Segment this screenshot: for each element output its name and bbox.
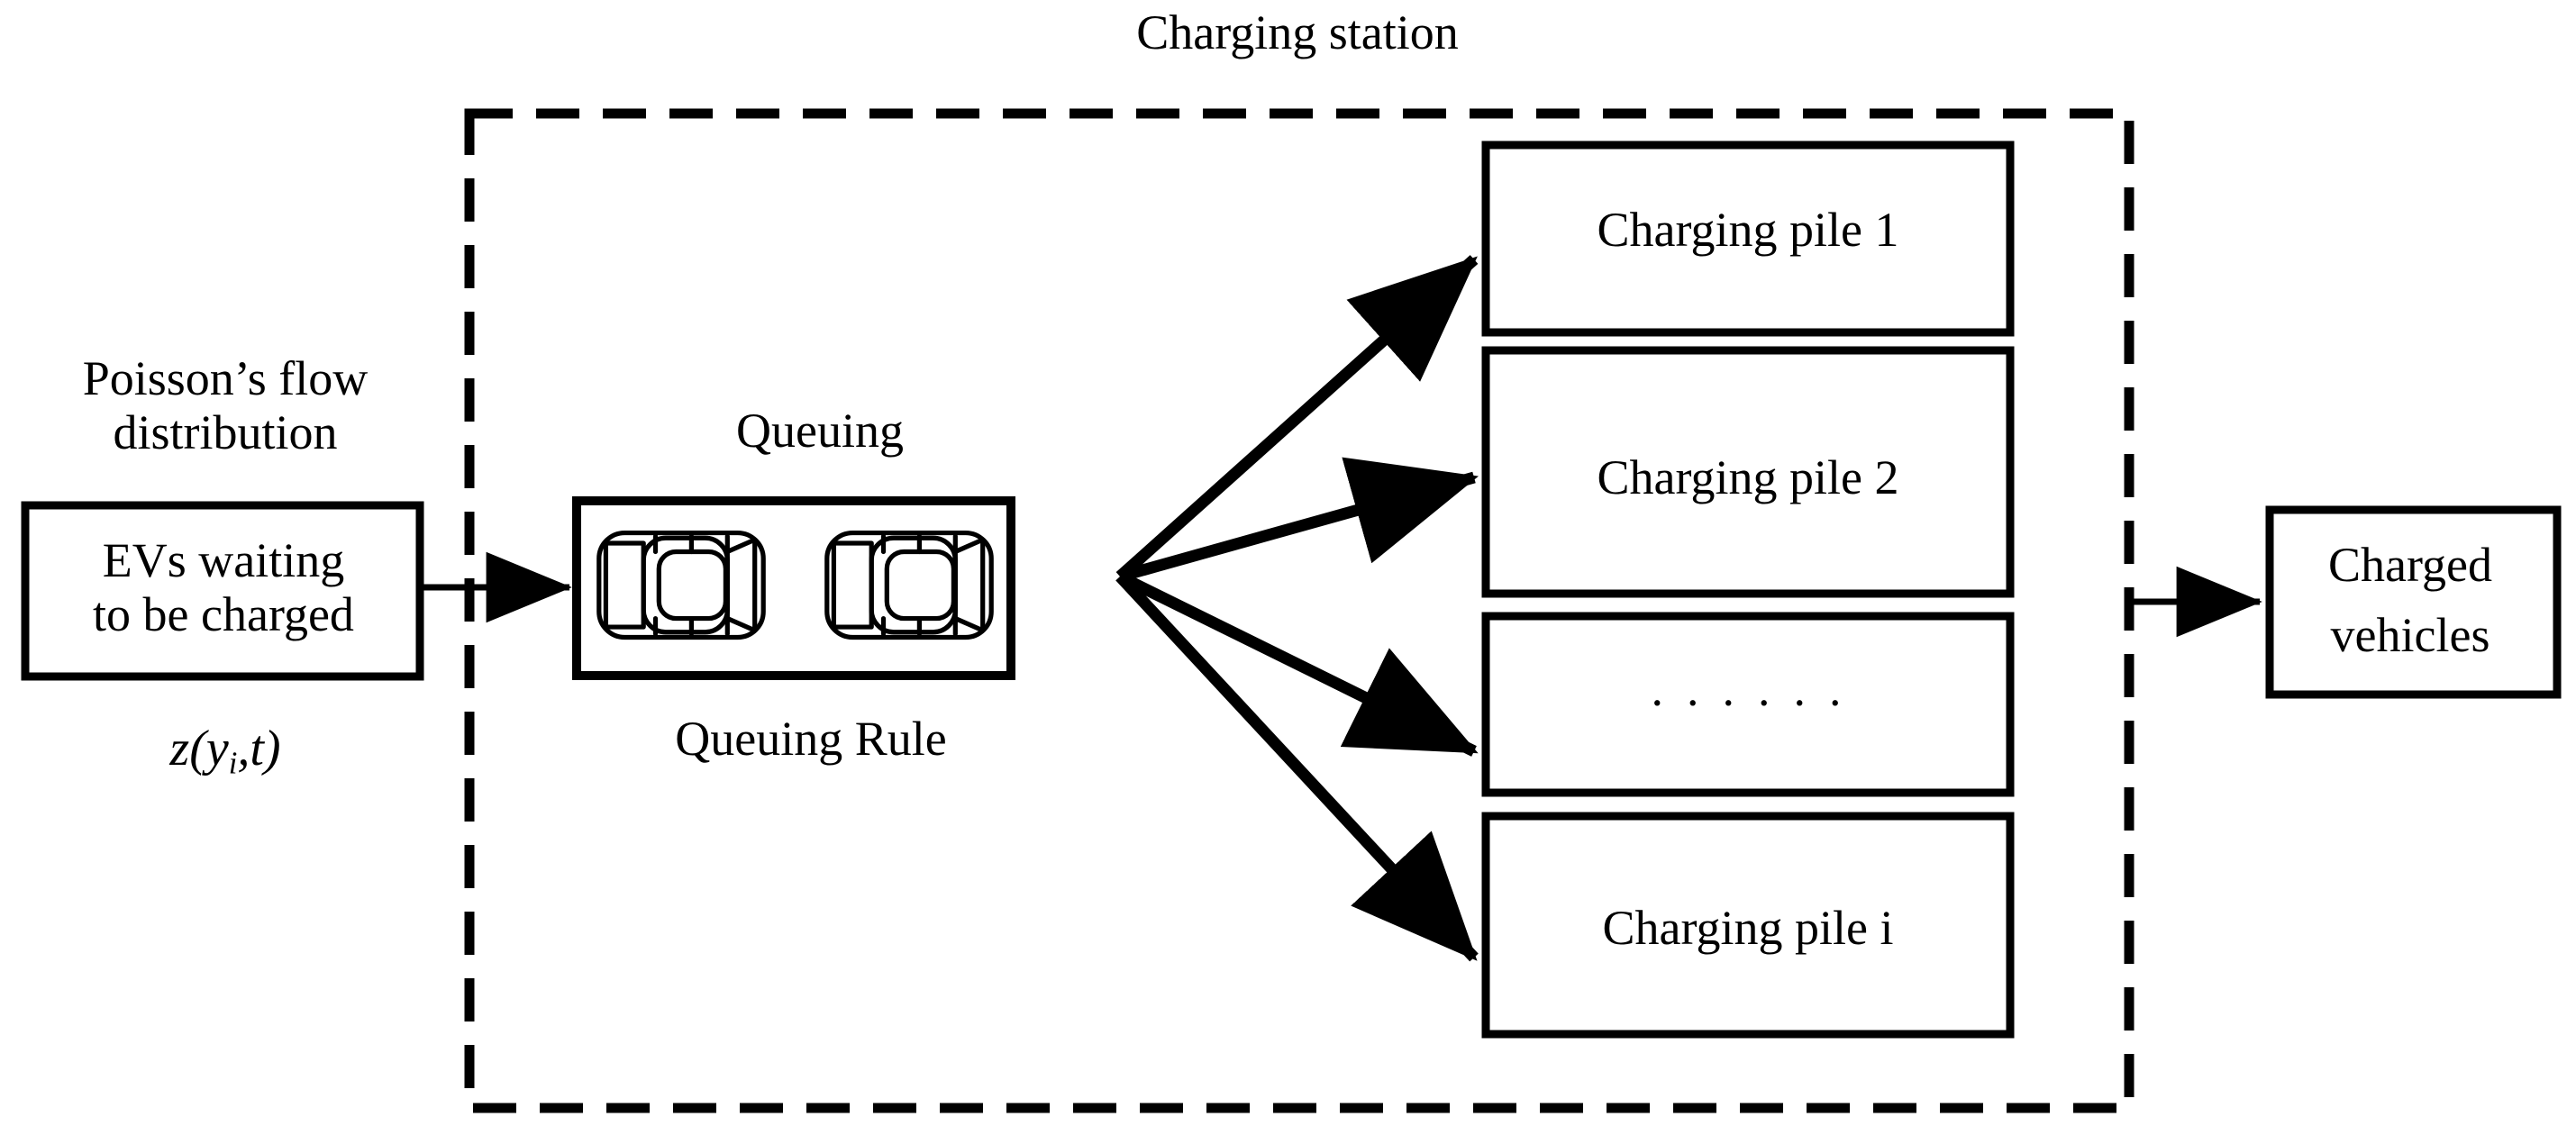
charging-pile-2-label: Charging pile 2 xyxy=(1597,450,1899,504)
charging-pile-ellipsis-label: · · · · · · xyxy=(1649,676,1847,730)
poisson-flow-annotation: Poisson’s flow distribution xyxy=(82,351,369,460)
charging-pile-2-box xyxy=(1481,346,2015,598)
arrow-queue-to-pile-dots xyxy=(1117,571,1479,757)
evs-waiting-box xyxy=(21,501,424,681)
z-function-suffix: ,t) xyxy=(237,721,281,776)
arrow-queue-to-pile-1 xyxy=(1115,255,1479,581)
evs-waiting-box-label: EVs waiting to be charged xyxy=(93,533,354,642)
charged-vehicles-box-label: Charged vehicles xyxy=(2328,538,2492,663)
queuing-box xyxy=(572,496,1015,680)
arrow-queue-to-pile-i xyxy=(1115,572,1479,962)
charging-pile-1-box xyxy=(1481,141,2015,337)
charged-vehicles-box xyxy=(2265,505,2562,699)
page-title: Charging station xyxy=(1136,5,1459,59)
charging-pile-1-label: Charging pile 1 xyxy=(1597,203,1899,257)
charging-pile-dots-box xyxy=(1481,612,2015,797)
queuing-label-above: Queuing xyxy=(736,404,904,458)
charging-station-boundary xyxy=(464,108,2135,1113)
z-function-subscript: i xyxy=(228,745,238,781)
charging-pile-i-box xyxy=(1481,812,2015,1039)
z-function-prefix: z(y xyxy=(169,721,229,776)
z-function-annotation: z(yi,t) xyxy=(0,721,451,782)
arrow-queue-to-pile-2 xyxy=(1118,457,1479,583)
charging-pile-i-label: Charging pile i xyxy=(1602,901,1894,955)
queuing-rule-label-below: Queuing Rule xyxy=(675,712,947,766)
